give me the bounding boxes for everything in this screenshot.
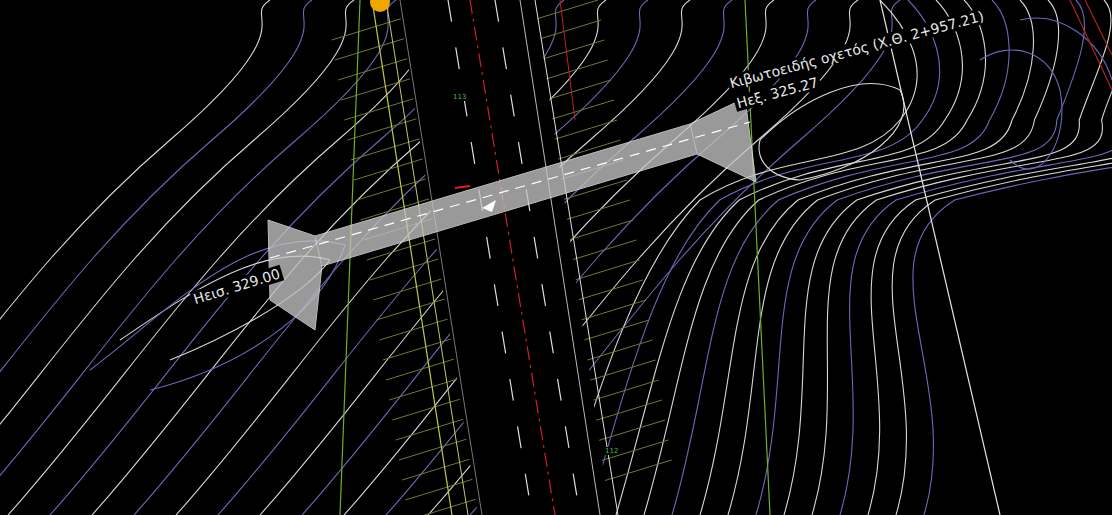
contour-line: [700, 0, 1033, 515]
contour-line: [644, 0, 986, 515]
contour-line: [0, 0, 312, 515]
contour-line: [892, 0, 1112, 515]
contour-line: [840, 0, 1112, 515]
contour-line: [784, 0, 1111, 515]
culvert-label: Κιβωτοειδής οχετός (Χ.Θ. 2+957.21): [726, 7, 987, 91]
contour-line: [302, 0, 732, 515]
contour-line: [913, 0, 1112, 515]
contour-line: [616, 0, 962, 515]
contour-line: [812, 0, 1112, 515]
contour-line: [218, 0, 648, 515]
contour-line: [980, 50, 1062, 169]
point-number: 113: [452, 93, 467, 101]
contour-line: [672, 0, 1009, 515]
contour-line: [344, 0, 774, 515]
point-number: 112: [604, 447, 619, 455]
contour-line: [868, 0, 1112, 515]
